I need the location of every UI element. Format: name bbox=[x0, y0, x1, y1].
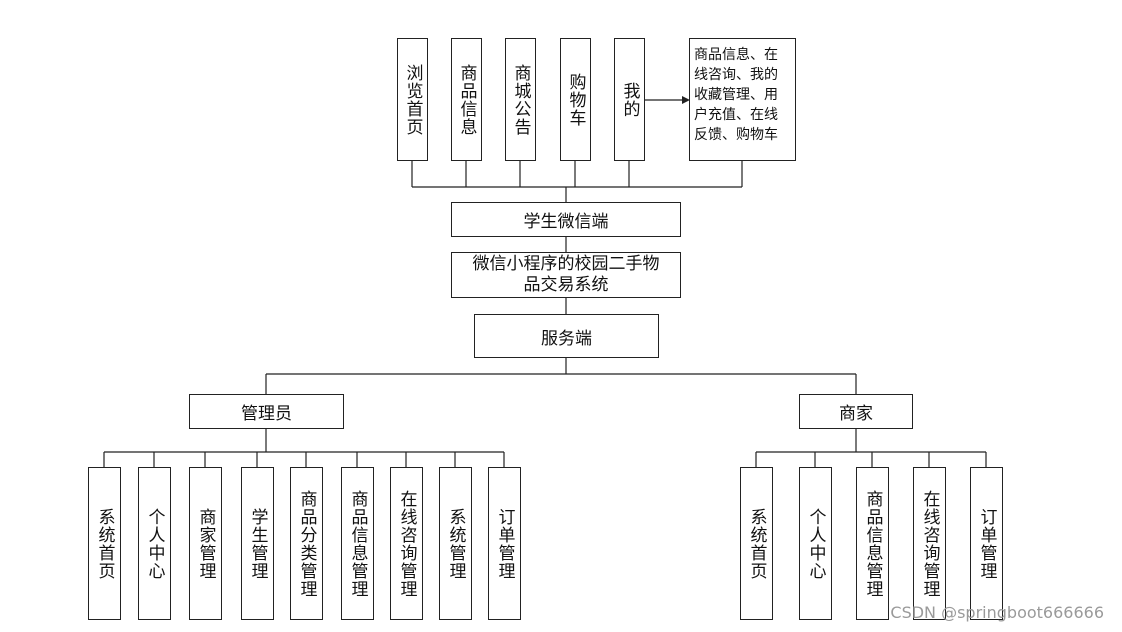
node-server: 服务端 bbox=[474, 314, 659, 358]
watermark: CSDN @springboot666666 bbox=[890, 603, 1104, 622]
node-label: 系统管理 bbox=[445, 507, 466, 580]
node-label: 管理员 bbox=[241, 404, 292, 424]
node-label: 商城公告 bbox=[510, 63, 531, 136]
node-label: 服务端 bbox=[541, 328, 592, 349]
node-label: 在线咨询管理 bbox=[919, 489, 940, 598]
detail-line: 户充值、在线 bbox=[694, 107, 778, 123]
node-label: 订单管理 bbox=[494, 507, 515, 580]
node-cart: 购物车 bbox=[560, 38, 591, 161]
node-label: 浏览首页 bbox=[402, 63, 423, 136]
node-label: 订单管理 bbox=[976, 507, 997, 580]
arrow-head bbox=[682, 96, 690, 104]
node-label: 商品信息 bbox=[456, 63, 477, 136]
node-label: 购物车 bbox=[565, 72, 586, 127]
node-label: 个人中心 bbox=[144, 507, 165, 580]
node-label: 在线咨询管理 bbox=[396, 489, 417, 598]
admin-item-merchant-mgmt: 商家管理 bbox=[189, 467, 222, 620]
node-label: 品交易系统 bbox=[523, 275, 609, 295]
detail-line: 商品信息、在 bbox=[694, 47, 778, 63]
merchant-item-personal-center: 个人中心 bbox=[799, 467, 832, 620]
detail-line: 收藏管理、用 bbox=[694, 87, 778, 103]
merchant-item-system-home: 系统首页 bbox=[740, 467, 773, 620]
node-product-info: 商品信息 bbox=[451, 38, 482, 161]
admin-item-consult-mgmt: 在线咨询管理 bbox=[390, 467, 423, 620]
node-browse-home: 浏览首页 bbox=[397, 38, 428, 161]
node-admin: 管理员 bbox=[189, 394, 344, 429]
admin-item-category-mgmt: 商品分类管理 bbox=[290, 467, 323, 620]
node-label: 系统首页 bbox=[94, 507, 115, 580]
admin-item-student-mgmt: 学生管理 bbox=[241, 467, 274, 620]
node-label: 商品信息管理 bbox=[862, 489, 883, 598]
admin-item-order-mgmt: 订单管理 bbox=[488, 467, 521, 620]
node-student-wechat: 学生微信端 bbox=[451, 202, 681, 237]
admin-item-personal-center: 个人中心 bbox=[138, 467, 171, 620]
admin-item-system-home: 系统首页 bbox=[88, 467, 121, 620]
node-label: 商家 bbox=[839, 404, 873, 424]
node-mine-detail: 商品信息、在 线咨询、我的 收藏管理、用 户充值、在线 反馈、购物车 bbox=[689, 38, 796, 161]
node-system: 微信小程序的校园二手物 品交易系统 bbox=[451, 252, 681, 298]
node-label: 商品信息管理 bbox=[347, 489, 368, 598]
node-label: 系统首页 bbox=[746, 507, 767, 580]
node-mall-notice: 商城公告 bbox=[505, 38, 536, 161]
node-label: 商品分类管理 bbox=[296, 489, 317, 598]
node-label: 微信小程序的校园二手物 bbox=[472, 254, 660, 274]
node-label: 我的 bbox=[619, 81, 640, 118]
admin-item-system-mgmt: 系统管理 bbox=[439, 467, 472, 620]
node-merchant: 商家 bbox=[799, 394, 913, 429]
node-label: 商家管理 bbox=[195, 507, 216, 580]
merchant-item-order-mgmt: 订单管理 bbox=[970, 467, 1003, 620]
node-mine: 我的 bbox=[614, 38, 645, 161]
node-label: 学生管理 bbox=[247, 507, 268, 580]
detail-line: 反馈、购物车 bbox=[694, 127, 778, 143]
detail-line: 线咨询、我的 bbox=[694, 67, 778, 83]
node-label: 个人中心 bbox=[805, 507, 826, 580]
merchant-item-product-mgmt: 商品信息管理 bbox=[856, 467, 889, 620]
merchant-item-consult-mgmt: 在线咨询管理 bbox=[913, 467, 946, 620]
node-label: 学生微信端 bbox=[523, 212, 609, 232]
admin-item-product-mgmt: 商品信息管理 bbox=[341, 467, 374, 620]
